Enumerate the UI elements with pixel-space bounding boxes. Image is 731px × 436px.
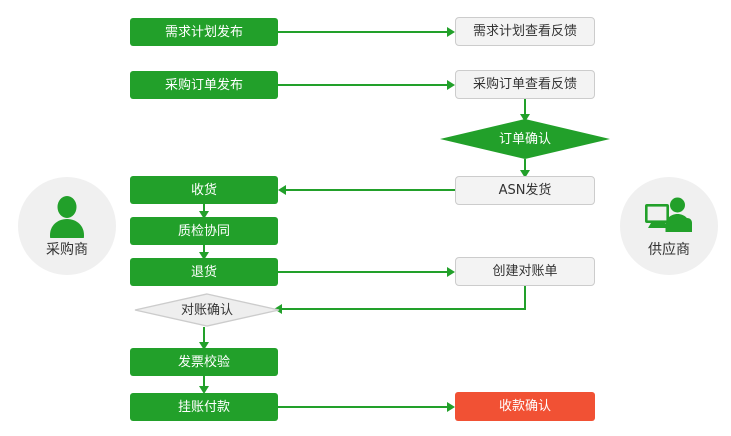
- diamond-shape: [134, 293, 280, 327]
- edge-demand-publish-to-feedback: [278, 31, 448, 33]
- node-statement-confirm[interactable]: 对账确认: [134, 293, 280, 327]
- node-label: 发票校验: [177, 354, 230, 370]
- edge-arrowhead: [447, 80, 455, 90]
- edge-arrowhead: [274, 304, 282, 314]
- node-order-confirm[interactable]: 订单确认: [440, 119, 610, 159]
- node-label: 创建对账单: [492, 264, 558, 279]
- node-label: 需求计划查看反馈: [472, 24, 577, 39]
- edge-arrowhead: [520, 170, 530, 178]
- edge-payment-to-receipt: [278, 406, 448, 408]
- node-receive-goods[interactable]: 收货: [130, 176, 278, 204]
- node-label: 对账确认: [180, 302, 233, 318]
- edge-confirm-to-invoice: [203, 327, 205, 344]
- edge-arrowhead: [447, 267, 455, 277]
- node-label: ASN发货: [498, 183, 552, 198]
- node-qc-collab[interactable]: 质检协同: [130, 217, 278, 245]
- node-demand-plan-publish[interactable]: 需求计划发布: [130, 18, 278, 46]
- edge-arrowhead: [199, 252, 209, 260]
- edge-arrowhead: [278, 185, 286, 195]
- node-label: 收货: [190, 182, 217, 198]
- node-label: 采购订单查看反馈: [472, 77, 577, 92]
- actor-supplier[interactable]: 供应商: [620, 177, 718, 275]
- node-label: 采购订单发布: [164, 77, 243, 93]
- person-at-computer-icon: [643, 196, 695, 242]
- edge-po-feedback-to-order-confirm: [524, 99, 526, 116]
- actor-buyer[interactable]: 采购商: [18, 177, 116, 275]
- edge-asn-to-receive: [286, 189, 455, 191]
- edge-arrowhead: [199, 211, 209, 219]
- edge-create-statement-to-confirm: [282, 308, 526, 310]
- edge-qc-to-return: [203, 245, 205, 254]
- edge-return-to-create-statement: [278, 271, 448, 273]
- person-icon: [41, 195, 93, 242]
- diamond-shape: [440, 119, 610, 159]
- node-invoice-verify[interactable]: 发票校验: [130, 348, 278, 376]
- node-label: 退货: [190, 264, 217, 280]
- node-return-goods[interactable]: 退货: [130, 258, 278, 286]
- actor-supplier-label: 供应商: [648, 241, 690, 258]
- node-payment-posting[interactable]: 挂账付款: [130, 393, 278, 421]
- node-demand-plan-feedback[interactable]: 需求计划查看反馈: [455, 17, 595, 46]
- node-po-feedback[interactable]: 采购订单查看反馈: [455, 70, 595, 99]
- edge-arrowhead: [199, 342, 209, 350]
- node-asn-ship[interactable]: ASN发货: [455, 176, 595, 205]
- node-create-statement[interactable]: 创建对账单: [455, 257, 595, 286]
- node-label: 质检协同: [177, 223, 230, 239]
- node-label: 挂账付款: [177, 399, 230, 415]
- edge-invoice-to-payment: [203, 376, 205, 388]
- node-po-publish[interactable]: 采购订单发布: [130, 71, 278, 99]
- edge-create-statement-down: [524, 286, 526, 310]
- edge-arrowhead: [199, 386, 209, 394]
- edge-po-publish-to-feedback: [278, 84, 448, 86]
- edge-receive-to-qc: [203, 204, 205, 213]
- node-label: 需求计划发布: [164, 24, 243, 40]
- edge-arrowhead: [447, 402, 455, 412]
- actor-buyer-label: 采购商: [46, 241, 88, 258]
- node-label: 收款确认: [498, 399, 551, 414]
- edge-arrowhead: [447, 27, 455, 37]
- node-label: 订单确认: [498, 131, 551, 147]
- edge-order-confirm-to-asn: [524, 159, 526, 172]
- node-receipt-confirm[interactable]: 收款确认: [455, 392, 595, 421]
- edge-arrowhead: [520, 114, 530, 122]
